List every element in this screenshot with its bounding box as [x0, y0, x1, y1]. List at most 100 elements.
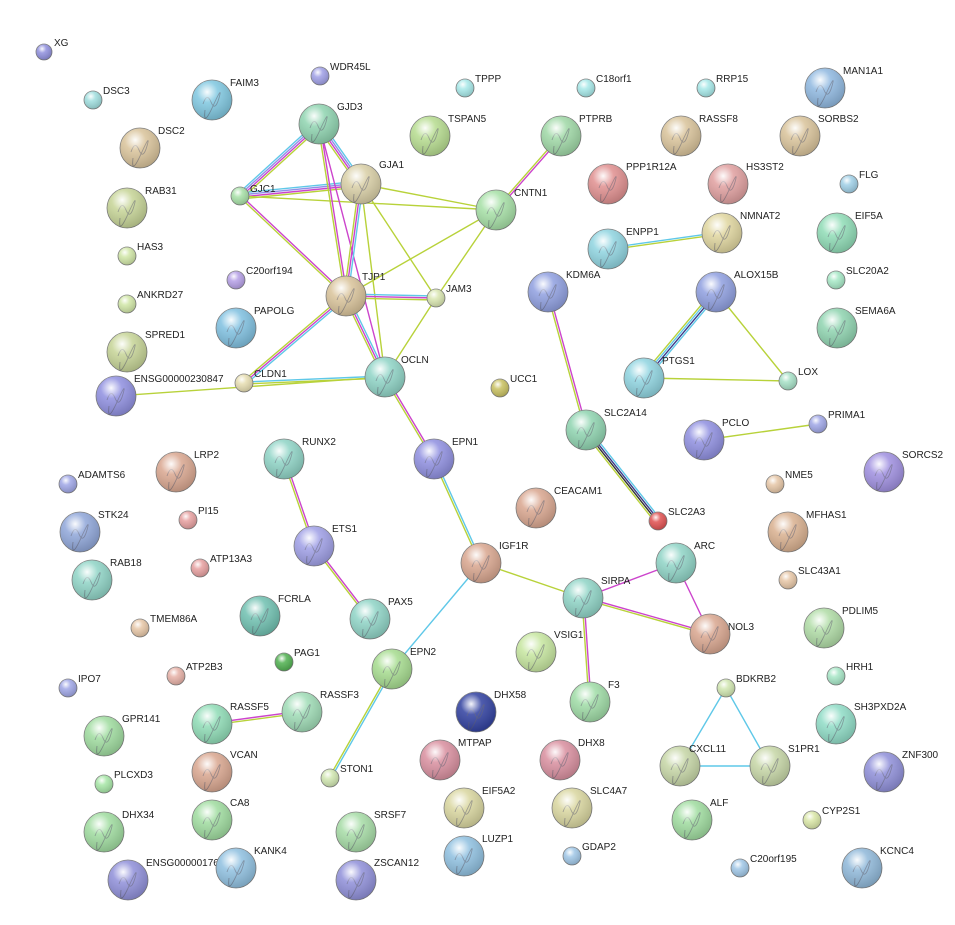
node-nme5[interactable]: NME5 — [765, 470, 813, 494]
node-sema6a[interactable]: SEMA6A — [816, 306, 896, 349]
node-tmem86a[interactable]: TMEM86A — [130, 614, 198, 638]
node-pdlim5[interactable]: PDLIM5 — [803, 606, 879, 649]
node-man1a1[interactable]: MAN1A1 — [804, 66, 883, 109]
node-f3[interactable]: F3 — [569, 680, 620, 723]
node-tjp1[interactable]: TJP1 — [325, 272, 386, 317]
node-arc[interactable]: ARC — [655, 541, 715, 584]
node-dhx58[interactable]: DHX58 — [455, 690, 527, 733]
node-srsf7[interactable]: SRSF7 — [335, 810, 407, 853]
node-pi15[interactable]: PI15 — [178, 506, 219, 530]
node-c20orf195[interactable]: C20orf195 — [730, 854, 797, 878]
node-c20orf194[interactable]: C20orf194 — [226, 266, 293, 290]
node-tspan5[interactable]: TSPAN5 — [409, 114, 487, 157]
node-rassf8[interactable]: RASSF8 — [660, 114, 738, 157]
node-cxcl11[interactable]: CXCL11 — [659, 744, 726, 787]
node-alox15b[interactable]: ALOX15B — [695, 270, 779, 313]
node-kdm6a[interactable]: KDM6A — [527, 270, 601, 313]
node-wdr45l[interactable]: WDR45L — [310, 62, 371, 86]
node-rassf5[interactable]: RASSF5 — [191, 702, 269, 745]
node-zscan12[interactable]: ZSCAN12 — [335, 858, 419, 901]
node-cyp2s1[interactable]: CYP2S1 — [802, 806, 861, 830]
node-alf[interactable]: ALF — [671, 798, 728, 841]
node-c18orf1[interactable]: C18orf1 — [576, 74, 632, 98]
node-epn2[interactable]: EPN2 — [371, 647, 437, 690]
node-ceacam1[interactable]: CEACAM1 — [515, 486, 603, 529]
node-rab31[interactable]: RAB31 — [106, 186, 177, 229]
node-atp2b3[interactable]: ATP2B3 — [166, 662, 223, 686]
node-sorcs2[interactable]: SORCS2 — [863, 450, 944, 493]
node-znf300[interactable]: ZNF300 — [863, 750, 939, 793]
node-gja1[interactable]: GJA1 — [340, 160, 404, 205]
node-hrh1[interactable]: HRH1 — [826, 662, 874, 686]
node-nmnat2[interactable]: NMNAT2 — [701, 211, 781, 254]
node-slc20a2[interactable]: SLC20A2 — [826, 266, 889, 290]
node-igf1r[interactable]: IGF1R — [460, 541, 528, 584]
node-sorbs2[interactable]: SORBS2 — [779, 114, 859, 157]
node-gjd3[interactable]: GJD3 — [298, 102, 363, 145]
node-s1pr1[interactable]: S1PR1 — [749, 744, 820, 787]
node-ankrd27[interactable]: ANKRD27 — [117, 290, 184, 314]
node-luzp1[interactable]: LUZP1 — [443, 834, 514, 877]
node-lrp2[interactable]: LRP2 — [155, 450, 219, 493]
node-gdap2[interactable]: GDAP2 — [562, 842, 616, 866]
node-jam3[interactable]: JAM3 — [426, 284, 472, 308]
node-cntn1[interactable]: CNTN1 — [475, 188, 548, 231]
node-pax5[interactable]: PAX5 — [349, 597, 413, 640]
node-bdkrb2[interactable]: BDKRB2 — [716, 674, 776, 698]
node-lox[interactable]: LOX — [778, 367, 818, 391]
node-pclo[interactable]: PCLO — [683, 418, 749, 461]
node-ston1[interactable]: STON1 — [320, 764, 374, 788]
node-ensg00000176857[interactable]: ENSG00000176857 — [107, 858, 236, 901]
node-dhx8[interactable]: DHX8 — [539, 738, 605, 781]
node-dhx34[interactable]: DHX34 — [83, 810, 155, 853]
node-epn1[interactable]: EPN1 — [413, 437, 479, 480]
node-rrp15[interactable]: RRP15 — [696, 74, 749, 98]
node-plcxd3[interactable]: PLCXD3 — [94, 770, 153, 794]
node-rassf3[interactable]: RASSF3 — [281, 690, 359, 733]
node-gjc1[interactable]: GJC1 — [230, 184, 276, 206]
node-prima1[interactable]: PRIMA1 — [808, 410, 866, 434]
node-cldn1[interactable]: CLDN1 — [234, 369, 287, 393]
node-adamts6[interactable]: ADAMTS6 — [58, 470, 126, 494]
node-rab18[interactable]: RAB18 — [71, 558, 142, 601]
node-kank4[interactable]: KANK4 — [215, 846, 287, 889]
node-sh3pxd2a[interactable]: SH3PXD2A — [815, 702, 907, 745]
node-sirpa[interactable]: SIRPA — [562, 576, 631, 619]
node-enpp1[interactable]: ENPP1 — [587, 227, 659, 270]
node-ocln[interactable]: OCLN — [364, 355, 429, 398]
node-nol3[interactable]: NOL3 — [689, 613, 755, 655]
node-dsc2[interactable]: DSC2 — [119, 126, 185, 169]
node-slc43a1[interactable]: SLC43A1 — [778, 566, 841, 590]
node-eif5a2[interactable]: EIF5A2 — [443, 786, 516, 829]
node-ets1[interactable]: ETS1 — [293, 524, 357, 567]
node-faim3[interactable]: FAIM3 — [191, 78, 259, 121]
node-ca8[interactable]: CA8 — [191, 798, 250, 841]
node-runx2[interactable]: RUNX2 — [263, 437, 336, 480]
node-dsc3[interactable]: DSC3 — [83, 86, 130, 110]
node-xg[interactable]: XG — [35, 38, 69, 61]
node-kcnc4[interactable]: KCNC4 — [841, 846, 914, 889]
node-ptgs1[interactable]: PTGS1 — [623, 356, 695, 399]
node-pag1[interactable]: PAG1 — [274, 648, 320, 672]
node-gpr141[interactable]: GPR141 — [83, 714, 161, 757]
node-fcrla[interactable]: FCRLA — [239, 594, 311, 637]
node-stk24[interactable]: STK24 — [59, 510, 129, 553]
node-tppp[interactable]: TPPP — [455, 74, 501, 98]
node-eif5a[interactable]: EIF5A — [816, 211, 883, 254]
node-vsig1[interactable]: VSIG1 — [515, 630, 584, 673]
node-spred1[interactable]: SPRED1 — [106, 330, 185, 373]
node-ppp1r12a[interactable]: PPP1R12A — [587, 162, 677, 205]
node-ptprb[interactable]: PTPRB — [540, 114, 613, 157]
node-mtpap[interactable]: MTPAP — [419, 738, 492, 781]
node-hs3st2[interactable]: HS3ST2 — [707, 162, 784, 205]
node-ucc1[interactable]: UCC1 — [490, 374, 538, 398]
node-mfhas1[interactable]: MFHAS1 — [767, 510, 847, 553]
node-slc2a14[interactable]: SLC2A14 — [565, 408, 647, 451]
node-ensg00000230847[interactable]: ENSG00000230847 — [95, 374, 224, 417]
node-papolg[interactable]: PAPOLG — [215, 306, 295, 349]
node-atp13a3[interactable]: ATP13A3 — [190, 554, 252, 578]
node-slc4a7[interactable]: SLC4A7 — [551, 786, 628, 829]
node-ipo7[interactable]: IPO7 — [58, 674, 101, 698]
node-has3[interactable]: HAS3 — [117, 242, 164, 266]
node-flg[interactable]: FLG — [839, 170, 879, 194]
